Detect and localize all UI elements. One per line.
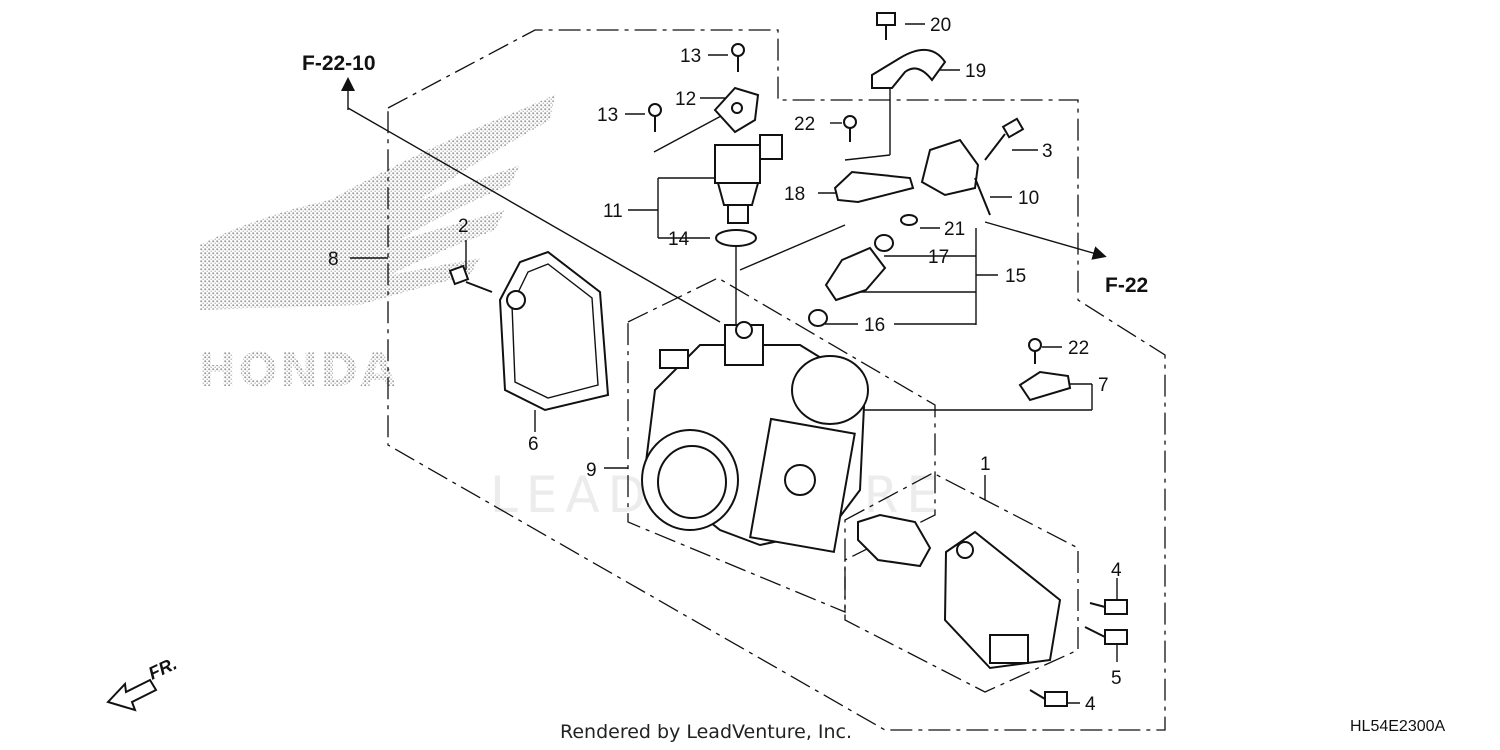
ref-label-right: F-22 <box>1105 274 1148 297</box>
diagram-code: HL54E2300A <box>1350 718 1446 735</box>
callout-9: 9 <box>586 460 597 481</box>
plate-hole <box>731 102 743 114</box>
callout-8: 8 <box>328 249 339 270</box>
callout-10: 10 <box>1018 188 1039 209</box>
callout-14: 14 <box>668 229 690 250</box>
callout-15: 15 <box>1005 266 1026 287</box>
seal-part-17 <box>874 234 894 252</box>
callout-20: 20 <box>930 15 951 36</box>
seal-part-16 <box>808 309 828 327</box>
ref-label-top-left: F-22-10 <box>302 52 376 75</box>
callout-6: 6 <box>528 434 539 455</box>
o-ring-part-21 <box>900 214 918 226</box>
sensor-part-11 <box>714 134 783 224</box>
plate-part-7 <box>1018 370 1072 402</box>
leader-lines <box>341 23 1118 704</box>
callout-19: 19 <box>965 61 986 82</box>
bolt-part-22 <box>843 115 1042 364</box>
sensor-unit-part-1 <box>943 530 1062 670</box>
gasket-part-1 <box>857 513 932 568</box>
honda-logo-text: HONDA <box>198 343 398 397</box>
callout-13-lower: 13 <box>597 105 618 126</box>
footer-credit: Rendered by LeadVenture, Inc. <box>560 721 852 743</box>
screw-part-5 <box>1084 626 1128 645</box>
callout-17: 17 <box>928 247 949 268</box>
connector-part-10 <box>920 138 991 216</box>
callout-13-upper: 13 <box>680 46 701 67</box>
throttle-body-part-9 <box>641 321 869 554</box>
o-ring-part-14 <box>715 229 757 247</box>
injector-part-15 <box>824 246 887 302</box>
callout-1: 1 <box>980 454 991 475</box>
callout-18: 18 <box>784 184 805 205</box>
callout-5: 5 <box>1111 668 1122 689</box>
callout-3: 3 <box>1042 141 1053 162</box>
callout-7: 7 <box>1098 375 1109 396</box>
screw-part-2 <box>448 264 493 293</box>
callout-12: 12 <box>675 89 696 110</box>
sensor-boundary <box>844 472 1079 693</box>
bracket-part-18 <box>833 170 915 204</box>
callout-4-lower: 4 <box>1085 694 1096 715</box>
cover-part-6 <box>498 250 610 412</box>
bolt-part-3 <box>984 117 1025 161</box>
honda-wing-logo: HONDA <box>198 95 555 397</box>
callout-11: 11 <box>603 201 623 222</box>
screw-part-13 <box>648 43 745 132</box>
bolt-part-20 <box>876 12 896 40</box>
screw-part-4 <box>1029 599 1128 707</box>
callout-4-upper: 4 <box>1111 560 1122 581</box>
callout-16: 16 <box>864 315 885 336</box>
callout-22-upper: 22 <box>794 114 815 135</box>
main-assembly-boundary <box>387 29 1166 731</box>
callout-2: 2 <box>458 216 469 237</box>
front-direction-arrow: FR. <box>106 653 180 712</box>
callout-22-lower: 22 <box>1068 338 1089 359</box>
clamp-part-19 <box>871 49 947 89</box>
callout-21: 21 <box>944 219 965 240</box>
